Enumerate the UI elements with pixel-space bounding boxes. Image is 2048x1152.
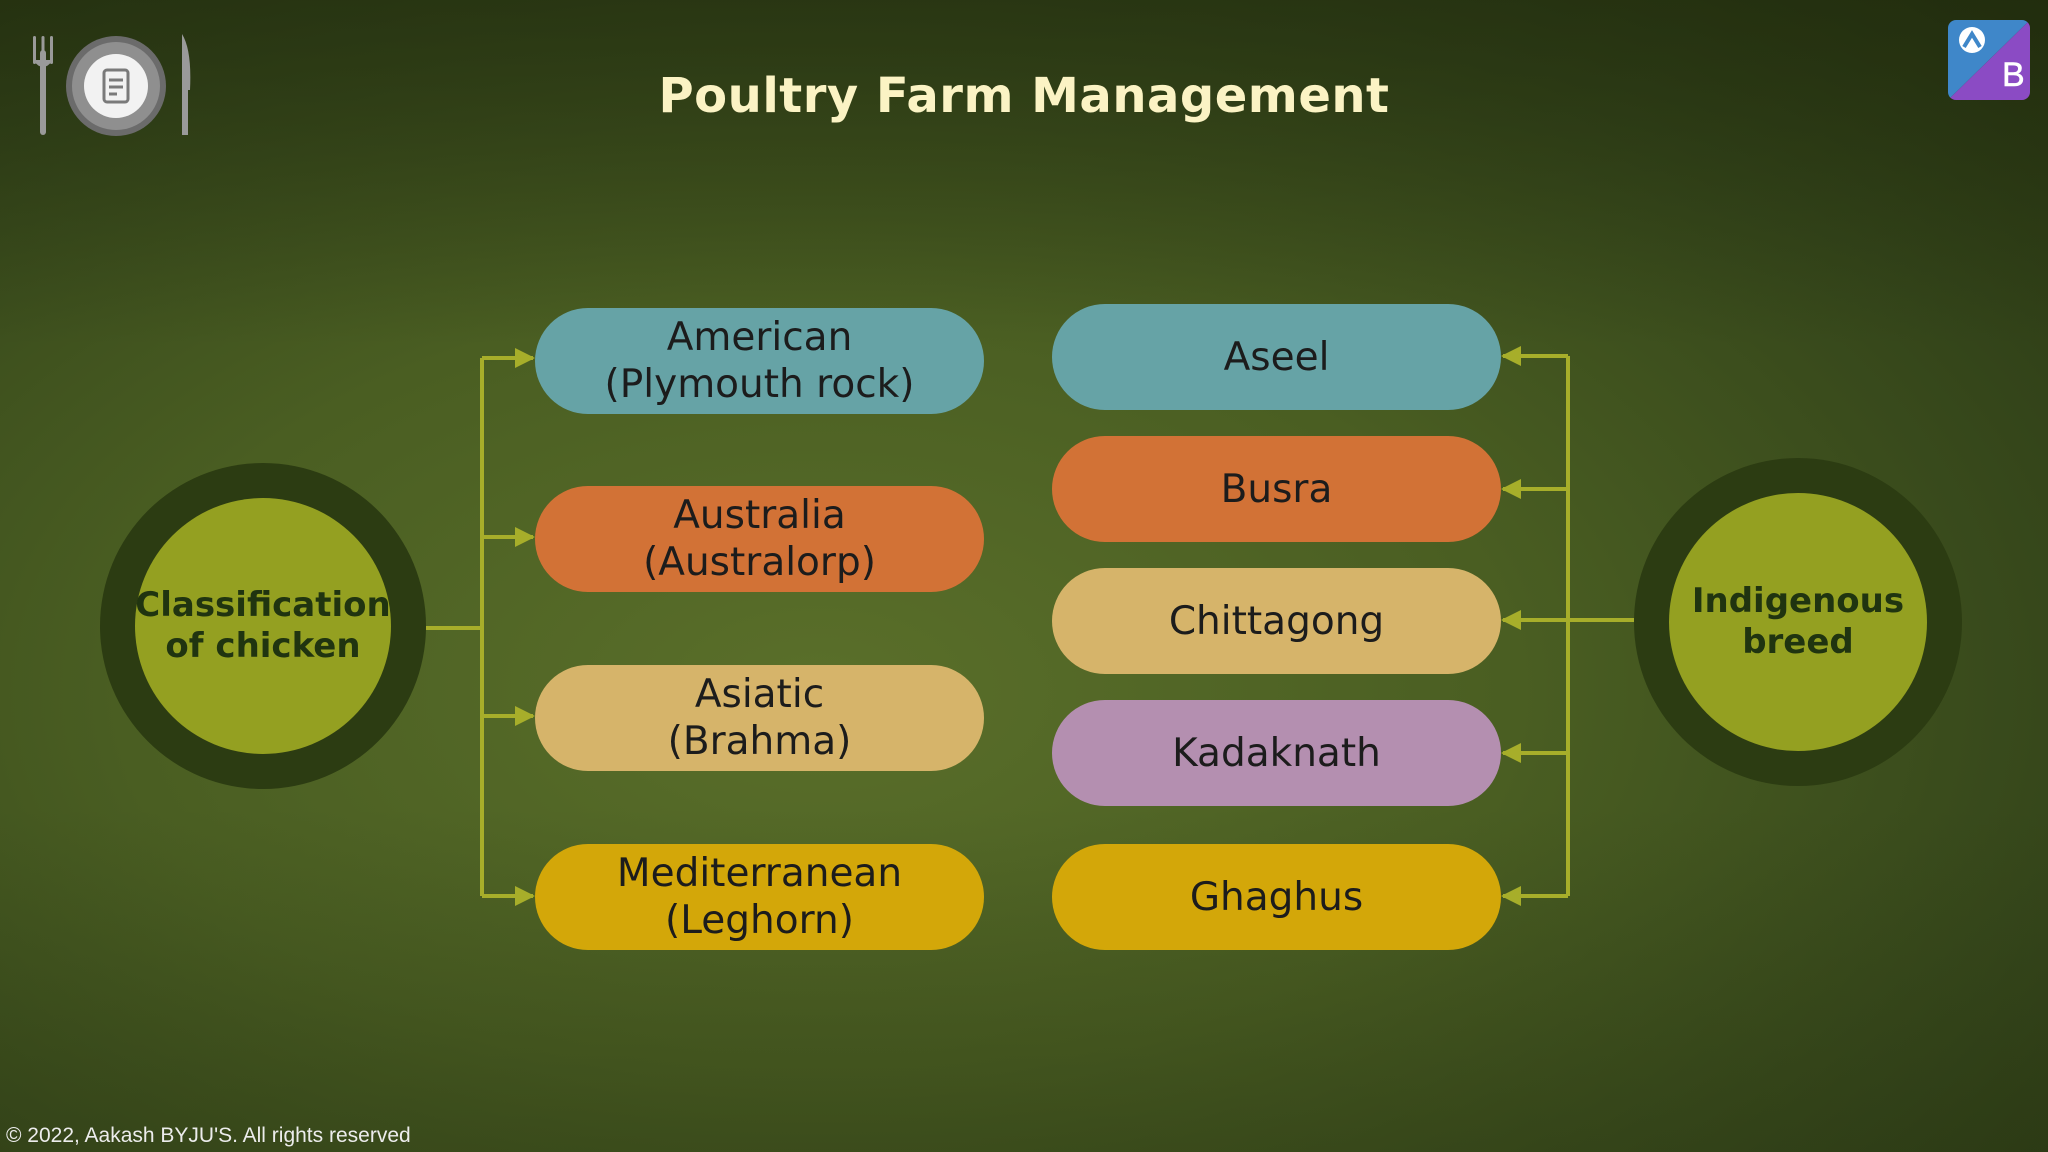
plate-fork-knife-icon bbox=[33, 34, 191, 136]
indigenous-busra: Busra bbox=[1052, 436, 1501, 542]
byjus-logo-icon: B bbox=[1948, 20, 2030, 100]
classification-american: American (Plymouth rock) bbox=[535, 308, 984, 414]
copyright-notice: © 2022, Aakash BYJU'S. All rights reserv… bbox=[6, 1124, 411, 1147]
classification-hub: Classification of chicken bbox=[100, 463, 426, 789]
classification-asiatic: Asiatic (Brahma) bbox=[535, 665, 984, 771]
indigenous-aseel: Aseel bbox=[1052, 304, 1501, 410]
classification-hub-label: Classification of chicken bbox=[135, 498, 391, 754]
indigenous-ghaghus: Ghaghus bbox=[1052, 844, 1501, 950]
svg-text:B: B bbox=[2002, 56, 2025, 94]
page-title: Poultry Farm Management bbox=[658, 68, 1390, 124]
indigenous-kadaknath: Kadaknath bbox=[1052, 700, 1501, 806]
classification-mediterranean: Mediterranean (Leghorn) bbox=[535, 844, 984, 950]
classification-australia: Australia (Australorp) bbox=[535, 486, 984, 592]
indigenous-hub: Indigenous breed bbox=[1634, 458, 1962, 786]
indigenous-chittagong: Chittagong bbox=[1052, 568, 1501, 674]
indigenous-hub-label: Indigenous breed bbox=[1669, 493, 1927, 751]
